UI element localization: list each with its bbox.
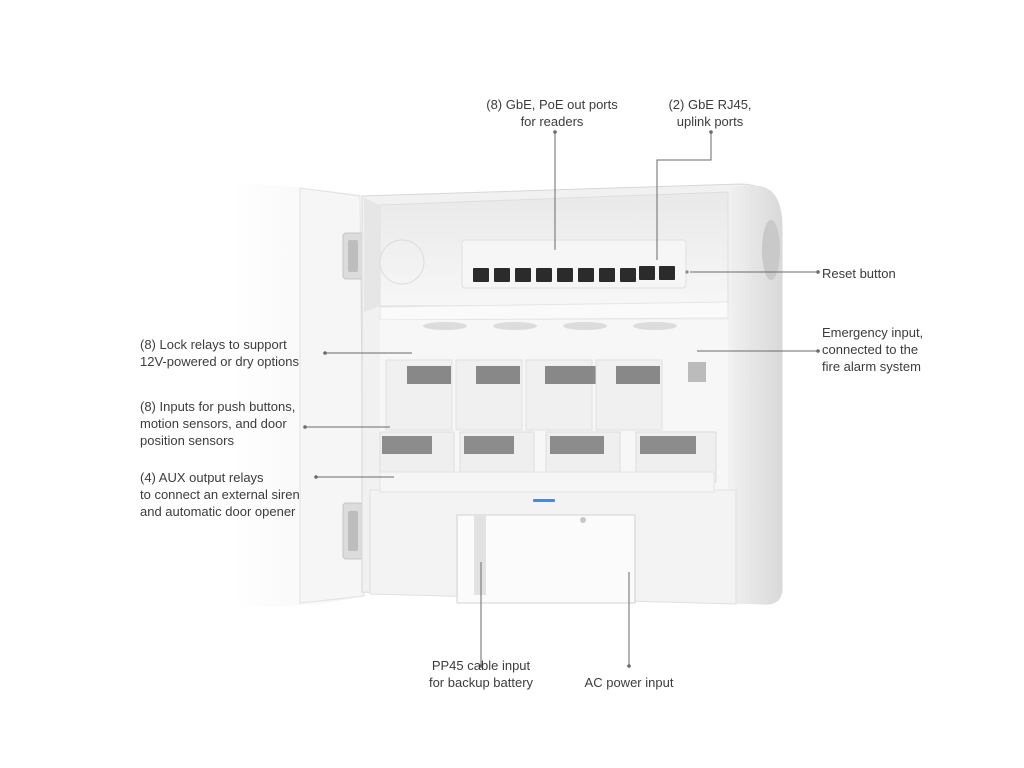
callout-aux-relays-line2: to connect an external siren — [140, 486, 300, 503]
callout-reset-button: Reset button — [822, 265, 896, 282]
callout-inputs-line3: position sensors — [140, 432, 295, 449]
callout-ac-power-line1: AC power input — [574, 674, 684, 691]
aux-relay-terminals — [380, 472, 714, 492]
callout-uplink-ports-line2: uplink ports — [660, 113, 760, 130]
callout-poe-ports-line1: (8) GbE, PoE out ports — [480, 96, 624, 113]
callout-lock-relays-line1: (8) Lock relays to support — [140, 336, 299, 353]
callout-emergency-input: Emergency input, connected to the fire a… — [822, 324, 923, 375]
reset-pinhole — [685, 270, 688, 273]
callout-pp45-input: PP45 cable input for backup battery — [416, 657, 546, 691]
callout-uplink-ports-line1: (2) GbE RJ45, — [660, 96, 760, 113]
callout-emergency-input-line3: fire alarm system — [822, 358, 923, 375]
lock-relay-terminals — [386, 360, 706, 430]
callout-inputs-line2: motion sensors, and door — [140, 415, 295, 432]
callout-lock-relays: (8) Lock relays to support 12V-powered o… — [140, 336, 299, 370]
callout-reset-button-line1: Reset button — [822, 265, 896, 282]
callout-poe-ports: (8) GbE, PoE out ports for readers — [480, 96, 624, 130]
callout-lock-relays-line2: 12V-powered or dry options — [140, 353, 299, 370]
callout-aux-relays-line1: (4) AUX output relays — [140, 469, 300, 486]
callout-aux-relays-line3: and automatic door opener — [140, 503, 300, 520]
callout-emergency-input-line2: connected to the — [822, 341, 923, 358]
callout-uplink-ports: (2) GbE RJ45, uplink ports — [660, 96, 760, 130]
status-led — [533, 499, 555, 502]
callout-poe-ports-line2: for readers — [480, 113, 624, 130]
hinge-bottom — [343, 503, 363, 559]
callout-emergency-input-line1: Emergency input, — [822, 324, 923, 341]
callout-inputs: (8) Inputs for push buttons, motion sens… — [140, 398, 295, 449]
callout-inputs-line1: (8) Inputs for push buttons, — [140, 398, 295, 415]
hinge-top — [343, 233, 363, 279]
callout-ac-power: AC power input — [574, 674, 684, 691]
callout-pp45-input-line2: for backup battery — [416, 674, 546, 691]
callout-aux-relays: (4) AUX output relays to connect an exte… — [140, 469, 300, 520]
callout-pp45-input-line1: PP45 cable input — [416, 657, 546, 674]
